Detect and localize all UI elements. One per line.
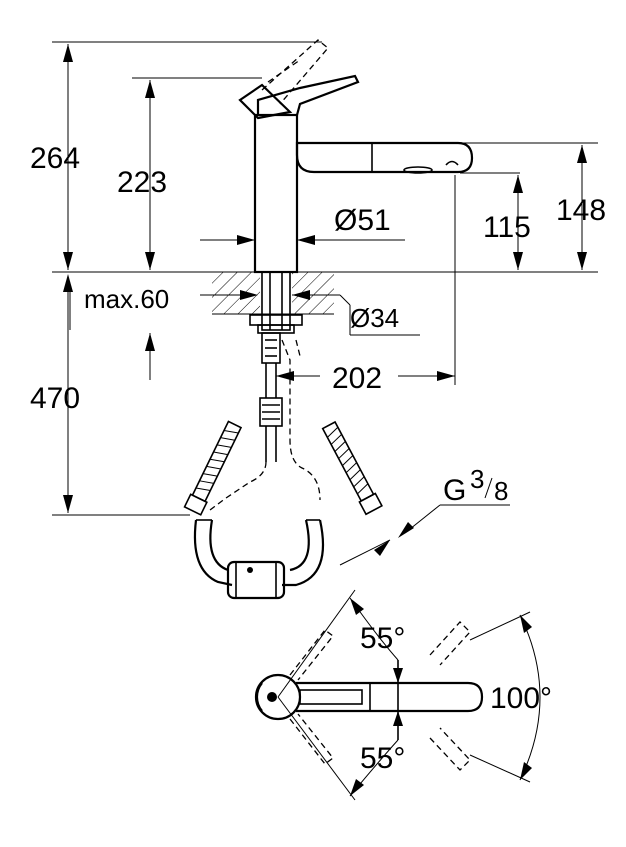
dim-handle-height: 223 bbox=[117, 80, 167, 270]
dim-max-deck: max.60 bbox=[63, 274, 258, 380]
thread-denominator-label: 8 bbox=[494, 476, 508, 506]
deck-section bbox=[212, 271, 334, 334]
spout-reach-label: 202 bbox=[332, 362, 382, 395]
dim-hole-diameter: Ø34 bbox=[292, 290, 420, 336]
dim-spout-height: 148 bbox=[556, 145, 606, 270]
swivel-top-label: 55° bbox=[360, 622, 405, 655]
dim-spout-clearance: 115 bbox=[483, 175, 531, 270]
max-deck-label: max.60 bbox=[84, 284, 169, 314]
dim-spout-reach: 202 bbox=[276, 362, 455, 395]
dim-spout-swivel: 100° bbox=[490, 614, 552, 781]
hole-diameter-label: Ø34 bbox=[350, 303, 399, 333]
dim-hose-length: 470 bbox=[30, 300, 80, 513]
top-view bbox=[254, 589, 531, 801]
faucet-body bbox=[238, 39, 474, 274]
spout-swivel-label: 100° bbox=[490, 682, 552, 715]
body-diameter-label: Ø51 bbox=[334, 204, 391, 237]
spout-clearance-label: 115 bbox=[483, 211, 531, 244]
total-height-label: 264 bbox=[30, 142, 80, 175]
dim-thread: G 3 8 bbox=[339, 464, 510, 566]
swivel-bottom-label: 55° bbox=[360, 742, 405, 775]
thread-main-label: G bbox=[443, 474, 466, 507]
thread-numerator-label: 3 bbox=[470, 464, 484, 494]
dim-swivel-bottom: 55° bbox=[349, 739, 405, 797]
handle-height-label: 223 bbox=[117, 166, 167, 199]
dim-body-diameter: Ø51 bbox=[200, 204, 405, 245]
underside-hoses bbox=[183, 332, 383, 600]
dim-total-height: 264 bbox=[30, 44, 80, 270]
dim-swivel-top: 55° bbox=[349, 597, 405, 661]
hose-length-label: 470 bbox=[30, 382, 80, 415]
spout-height-label: 148 bbox=[556, 194, 606, 227]
